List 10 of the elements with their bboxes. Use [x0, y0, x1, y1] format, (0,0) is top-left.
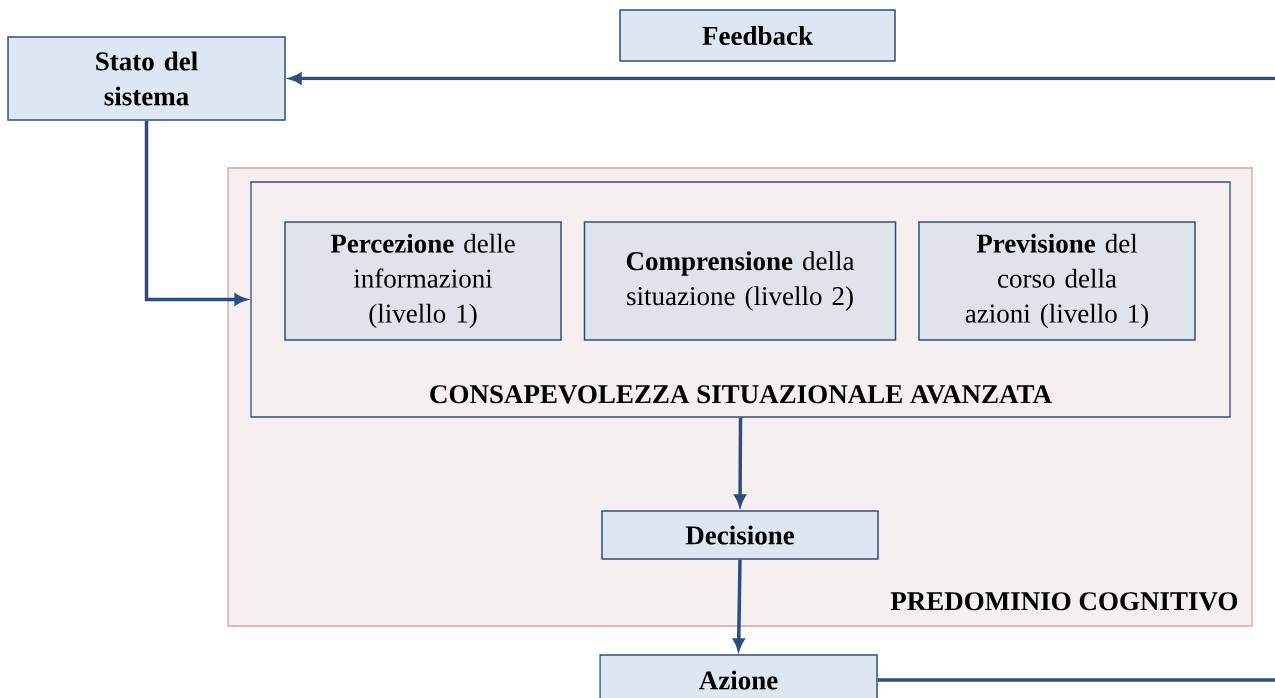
band-title: CONSAPEVOLEZZA SITUAZIONALE AVANZATA	[430, 385, 1052, 404]
arrow	[734, 417, 746, 507]
level-box: Comprensione della situazione (livello 2)	[583, 221, 897, 341]
band-title: PREDOMINIO COGNITIVO	[890, 592, 1238, 611]
level-box: Previsione del corso della azioni (livello 1)	[918, 221, 1196, 341]
process-box: Decisione	[601, 510, 879, 560]
process-box: Azione	[599, 654, 878, 698]
process-box: Feedback	[619, 9, 896, 62]
process-box: Stato del sistema	[7, 36, 286, 121]
level-box: Percezione delle informazioni (livello 1)	[284, 221, 562, 341]
